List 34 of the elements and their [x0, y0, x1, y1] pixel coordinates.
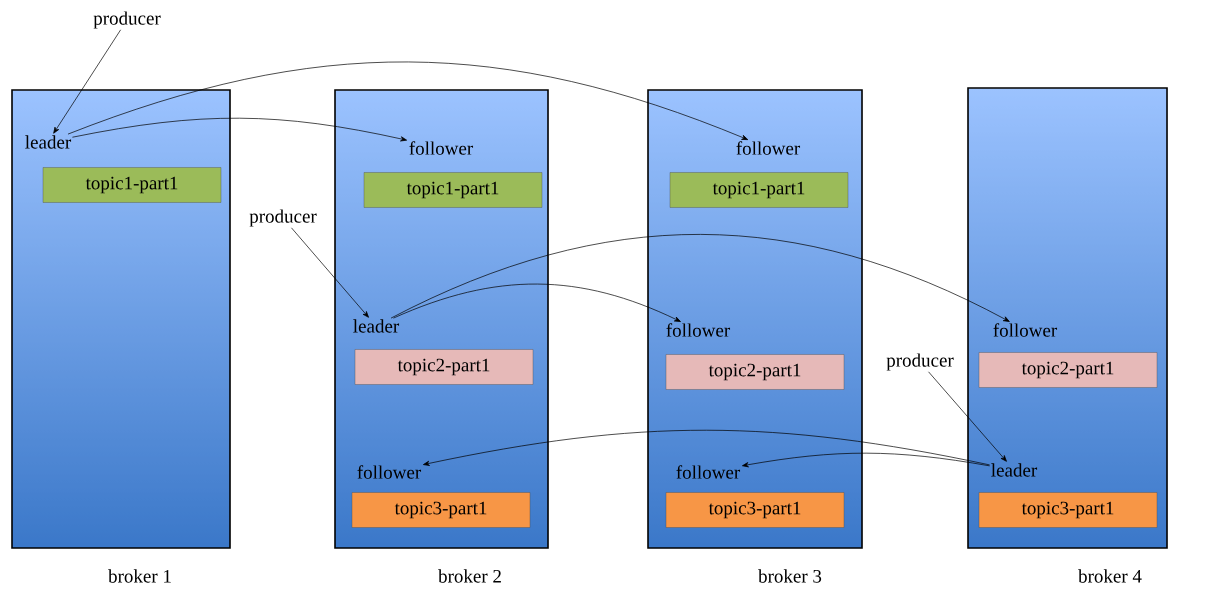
text-label: follower: [736, 141, 801, 155]
partition-box: topic1-part1: [669, 172, 849, 208]
broker-label: broker 3: [758, 569, 822, 583]
text-label: producer: [249, 209, 317, 227]
partition-box: topic1-part1: [42, 167, 222, 203]
broker-label: broker 1: [108, 569, 171, 583]
arrow: [393, 283, 681, 322]
partition-box: topic2-part1: [665, 354, 845, 390]
arrow: [53, 29, 121, 134]
partition-box: topic3-part1: [351, 492, 531, 528]
arrow: [423, 429, 990, 466]
text-label: follower: [409, 141, 474, 155]
arrow: [390, 234, 1010, 322]
text-label: leader: [353, 319, 400, 333]
arrow: [72, 117, 407, 142]
arrow: [928, 371, 1007, 462]
text-label: follower: [666, 323, 731, 337]
arrow: [291, 227, 369, 318]
partition-box: topic3-part1: [665, 492, 845, 528]
arrow: [742, 452, 990, 468]
partition-box: topic1-part1: [363, 172, 543, 208]
text-label: producer: [93, 11, 161, 29]
partition-box: topic3-part1: [978, 492, 1158, 528]
broker-label: broker 4: [1078, 569, 1142, 583]
text-label: follower: [357, 465, 422, 479]
broker-label: broker 2: [438, 569, 501, 583]
text-label: producer: [886, 353, 954, 371]
arrow: [67, 61, 749, 140]
text-label: leader: [25, 135, 72, 149]
partition-box: topic2-part1: [978, 352, 1158, 388]
partition-box: topic2-part1: [354, 349, 534, 385]
text-label: leader: [991, 463, 1038, 477]
text-label: follower: [993, 323, 1058, 337]
text-label: follower: [676, 465, 741, 479]
